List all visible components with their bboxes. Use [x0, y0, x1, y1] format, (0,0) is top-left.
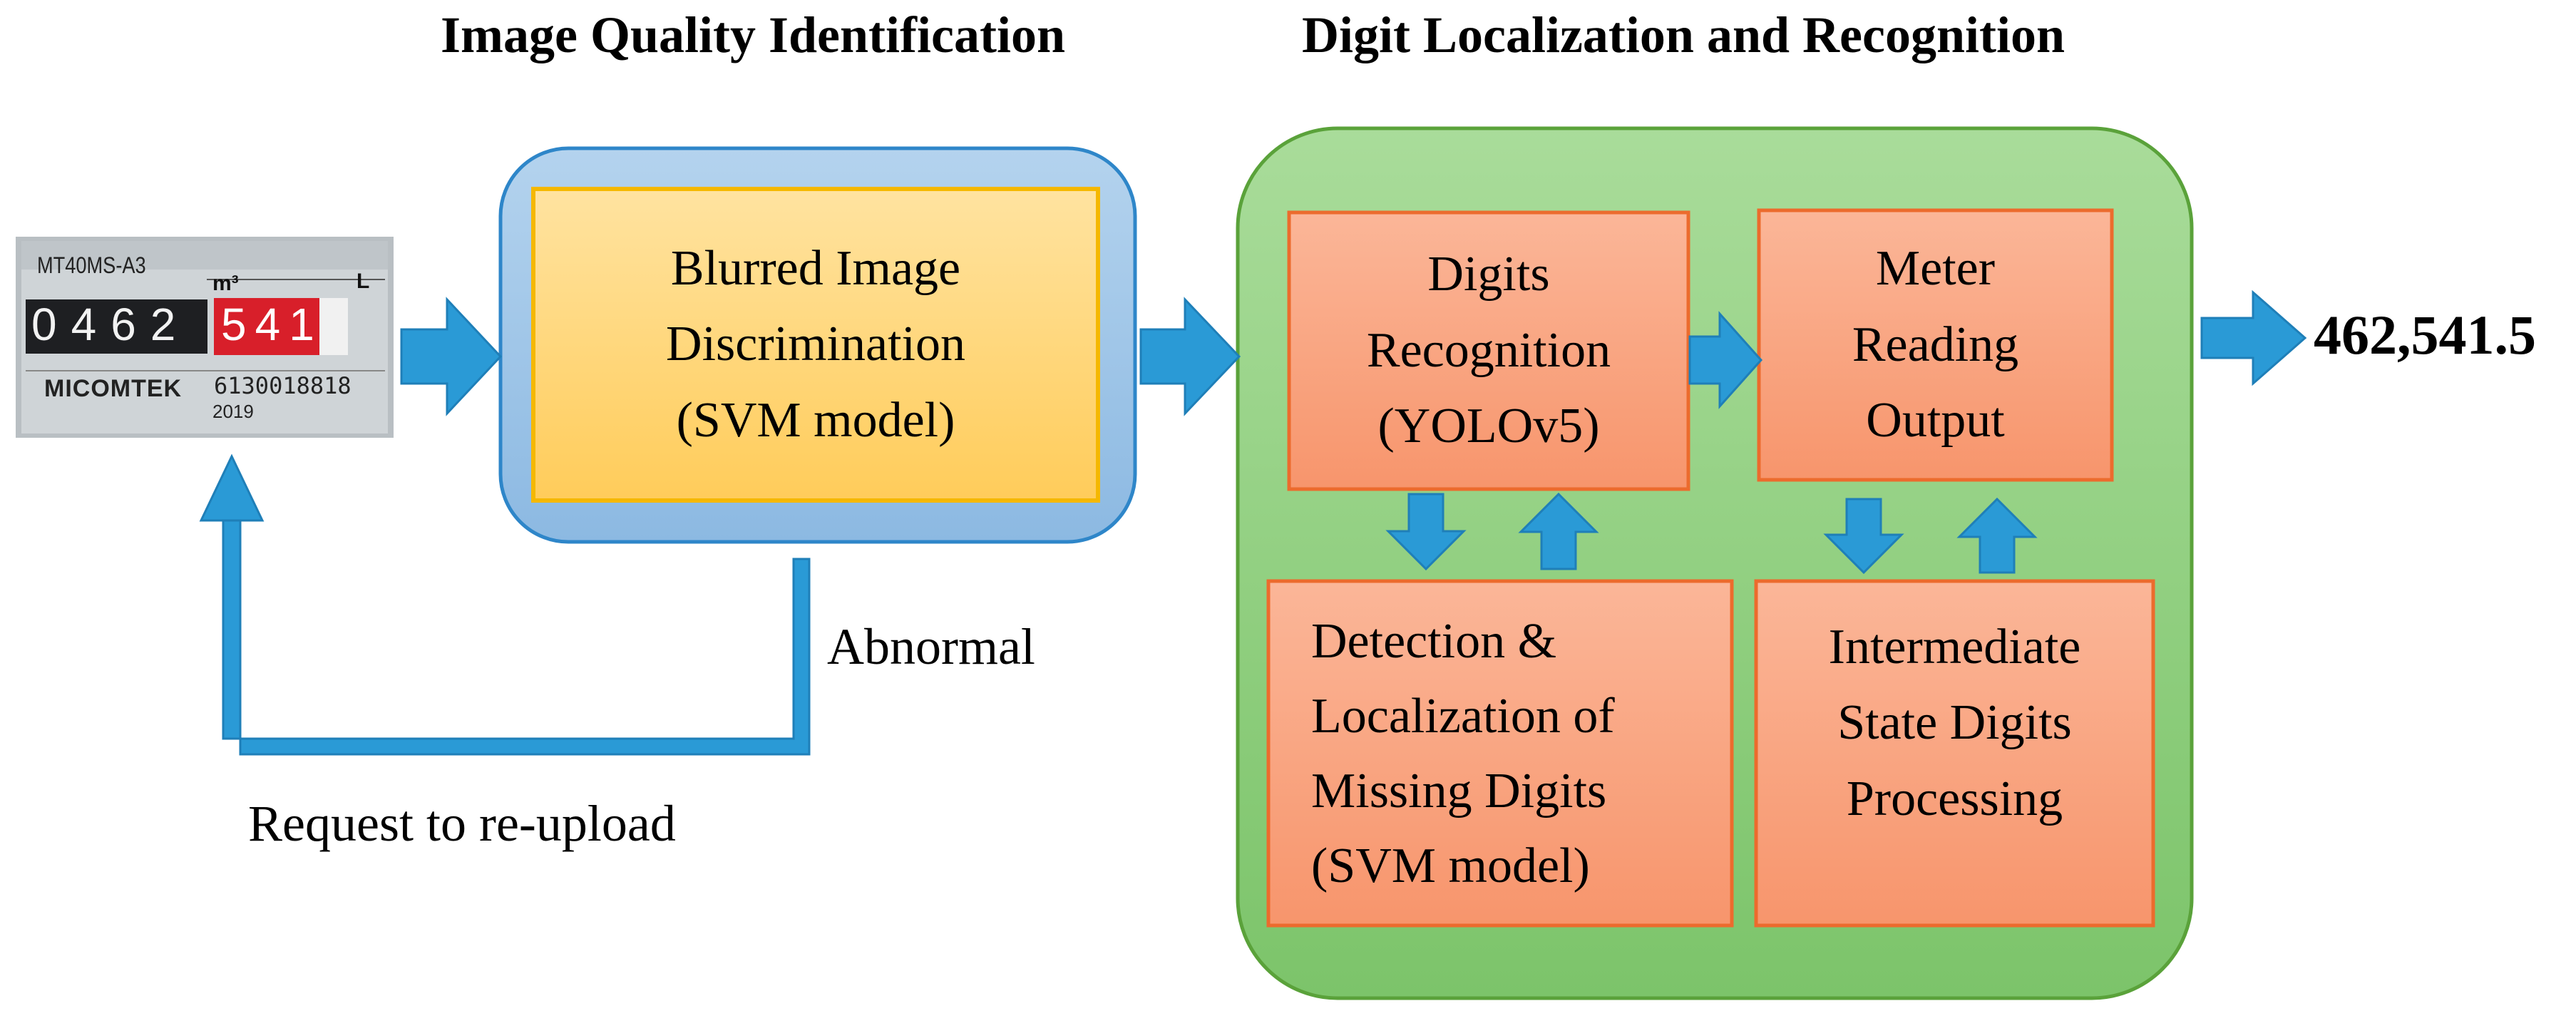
box-line: Reading	[1852, 317, 2019, 372]
box-line: Digits	[1427, 247, 1550, 302]
blur-box: Blurred Image Discrimination (SVM model)	[533, 189, 1098, 501]
reupload-label: Request to re-upload	[248, 795, 676, 852]
intermediate-shape	[1754, 579, 2155, 928]
meter-digit: 0	[31, 299, 57, 350]
meter-reading-shape	[1757, 208, 2114, 482]
box-line: Meter	[1875, 241, 1996, 297]
meter-digit: 4	[255, 299, 281, 350]
feedback-loop-arrow-icon	[199, 453, 811, 756]
arrow-right-icon	[2200, 289, 2307, 386]
arrow-up-icon	[1518, 492, 1599, 570]
box-line: Missing Digits	[1311, 763, 1607, 819]
digits-recognition-box: Digits Recognition (YOLOv5)	[1289, 212, 1688, 489]
missing-digits-shape	[1266, 579, 1734, 928]
output-value: 462,541.5	[2314, 304, 2536, 366]
box-line: Output	[1866, 393, 2005, 448]
box-line: Blurred Image	[670, 240, 961, 296]
meter-brand-label: MICOMTEK	[44, 375, 183, 402]
arrow-right-icon	[1139, 297, 1241, 416]
box-line: (SVM model)	[676, 392, 955, 448]
meter-black-digits: 0 4 6 2	[31, 298, 175, 351]
box-line: Localization of	[1311, 688, 1615, 744]
meter-digit: 1	[289, 299, 314, 350]
section-title-recognition: Digit Localization and Recognition	[1302, 6, 2066, 63]
arrow-down-icon	[1823, 498, 1904, 575]
meter-red-digits: 5 4 1	[221, 298, 314, 351]
meter-serial-label: 6130018818	[214, 372, 351, 399]
missing-digits-box: Detection & Localization of Missing Digi…	[1268, 581, 1732, 925]
digits-recognition-shape	[1287, 210, 1690, 491]
box-line: Detection &	[1311, 613, 1557, 669]
box-line: Recognition	[1366, 322, 1611, 378]
meter-unit-label: m³	[212, 272, 239, 295]
blur-box-shape	[531, 187, 1100, 503]
meter-digit: 4	[71, 299, 97, 350]
arrow-down-icon	[1385, 493, 1467, 571]
meter-digit: 5	[221, 299, 247, 350]
arrow-up-icon	[1956, 497, 2038, 574]
meter-model-label: MT40MS-A3	[37, 252, 146, 278]
meter-year-label: 2019	[212, 401, 254, 422]
box-line: Intermediate	[1828, 620, 2081, 674]
abnormal-label: Abnormal	[827, 618, 1035, 675]
meter-unit-right-label: L	[356, 270, 370, 293]
arrow-right-icon	[400, 297, 503, 416]
intermediate-box: Intermediate State Digits Processing	[1756, 581, 2153, 925]
meter-digit: 2	[150, 299, 176, 350]
arrow-right-icon	[1688, 311, 1763, 409]
box-line: State Digits	[1837, 695, 2072, 751]
meter-photo	[16, 237, 394, 438]
section-title-quality: Image Quality Identification	[441, 6, 1065, 63]
meter-reading-box: Meter Reading Output	[1759, 210, 2112, 480]
box-line: (YOLOv5)	[1377, 399, 1600, 454]
box-line: Discrimination	[666, 317, 965, 372]
meter-digit: 6	[111, 299, 136, 350]
box-line: Processing	[1846, 771, 2063, 826]
box-line: (SVM model)	[1311, 838, 1590, 893]
